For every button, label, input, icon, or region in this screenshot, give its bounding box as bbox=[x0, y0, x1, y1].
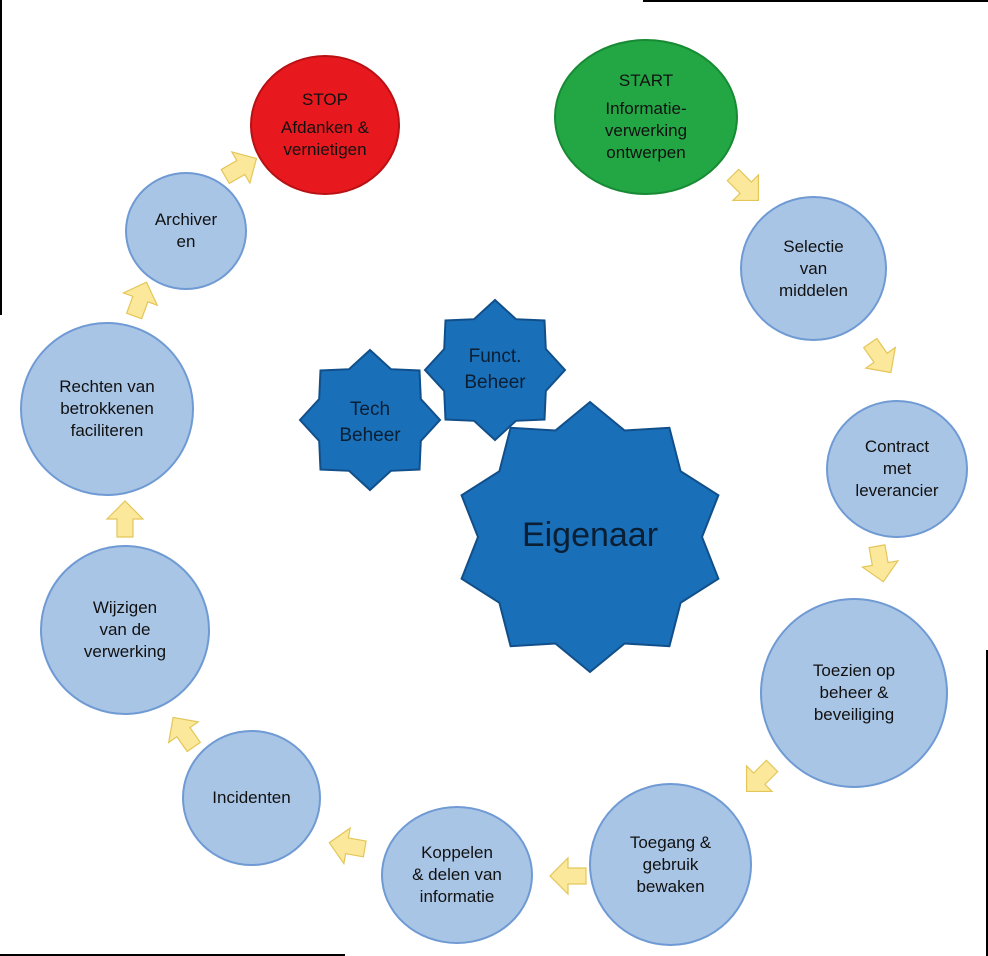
step-2-line-3: leverancier bbox=[855, 481, 939, 500]
step-1-line-1: Selectie bbox=[783, 236, 844, 256]
flow-arrow-5 bbox=[549, 856, 587, 896]
step-7-line-2: van de bbox=[99, 620, 151, 639]
functional-line-2: Beheer bbox=[464, 372, 526, 393]
step-selectie-van-middelen: Selectie van middelen bbox=[740, 196, 887, 341]
technical-line-2: Beheer bbox=[339, 425, 401, 446]
stop-line-1: Afdanken & bbox=[281, 118, 369, 137]
step-toegang-gebruik-bewaken: Toegang & gebruik bewaken bbox=[589, 783, 752, 946]
start-line-1: Informatie- bbox=[605, 99, 687, 118]
start-line-3: ontwerpen bbox=[606, 143, 686, 162]
stop-heading: STOP bbox=[302, 90, 348, 109]
step-4-line-2: gebruik bbox=[642, 854, 699, 874]
step-8-line-1: Rechten van bbox=[59, 377, 155, 396]
flow-arrow-1 bbox=[726, 168, 760, 202]
step-archiveren: Archiver en bbox=[125, 172, 247, 290]
step-7-line-3: verwerking bbox=[83, 642, 167, 661]
step-3-line-2: beheer & bbox=[819, 683, 889, 702]
functional-management-label: Funct. Beheer bbox=[440, 340, 550, 400]
step-incidenten: Incidenten bbox=[182, 730, 321, 866]
flow-arrow-7 bbox=[167, 716, 202, 753]
frame-line-left bbox=[0, 0, 2, 315]
flow-arrow-9 bbox=[121, 281, 159, 320]
step-9-line-2: en bbox=[176, 232, 196, 251]
step-wijzigen-verwerking: Wijzigen van de verwerking bbox=[40, 545, 210, 715]
step-1-line-2: van bbox=[799, 258, 828, 278]
flow-arrow-2 bbox=[862, 337, 897, 374]
functional-line-1: Funct. bbox=[468, 346, 522, 367]
step-2-line-2: met bbox=[882, 459, 912, 478]
flow-arrow-4 bbox=[745, 759, 779, 793]
step-toezien-op-beheer: Toezien op beheer & beveiliging bbox=[760, 598, 948, 788]
step-3-line-3: beveiliging bbox=[813, 705, 895, 724]
start-heading: START bbox=[618, 71, 674, 90]
step-8-line-2: betrokkenen bbox=[60, 399, 154, 418]
technical-management-star bbox=[298, 348, 442, 492]
step-5-line-1: Koppelen bbox=[421, 843, 493, 862]
step-6-line-1: Incidenten bbox=[212, 788, 291, 807]
stop-node: STOP Afdanken & vernietigen bbox=[250, 55, 400, 195]
step-1-line-3: middelen bbox=[779, 280, 848, 300]
frame-line-top bbox=[643, 0, 988, 2]
step-5-line-2: & delen van bbox=[412, 865, 502, 884]
start-node: START Informatie- verwerking ontwerpen bbox=[554, 39, 738, 195]
step-2-line-1: Contract bbox=[864, 437, 930, 456]
technical-management-label: Tech Beheer bbox=[315, 393, 425, 453]
flow-arrow-6 bbox=[328, 826, 367, 866]
flow-arrow-10 bbox=[220, 150, 258, 185]
step-5-line-3: informatie bbox=[419, 887, 495, 906]
step-3-line-1: Toezien op bbox=[812, 661, 896, 680]
technical-line-1: Tech bbox=[349, 399, 391, 420]
frame-line-right bbox=[986, 650, 988, 956]
owner-label: Eigenaar bbox=[521, 515, 659, 554]
stop-line-2: vernietigen bbox=[283, 140, 367, 159]
frame-line-bottom bbox=[0, 954, 345, 956]
step-9-line-1: Archiver bbox=[154, 210, 218, 229]
flow-arrow-8 bbox=[105, 500, 145, 538]
step-8-line-3: faciliteren bbox=[70, 421, 144, 440]
functional-management-star bbox=[423, 298, 567, 442]
flow-arrow-3 bbox=[860, 544, 900, 583]
step-7-line-1: Wijzigen bbox=[92, 598, 158, 617]
step-4-line-3: bewaken bbox=[636, 876, 705, 896]
step-koppelen-delen-informatie: Koppelen & delen van informatie bbox=[381, 806, 533, 944]
step-contract-met-leverancier: Contract met leverancier bbox=[826, 400, 968, 538]
owner-star bbox=[460, 400, 720, 674]
step-4-line-1: Toegang & bbox=[629, 832, 712, 852]
step-rechten-betrokkenen: Rechten van betrokkenen faciliteren bbox=[20, 322, 194, 496]
start-line-2: verwerking bbox=[604, 121, 688, 140]
